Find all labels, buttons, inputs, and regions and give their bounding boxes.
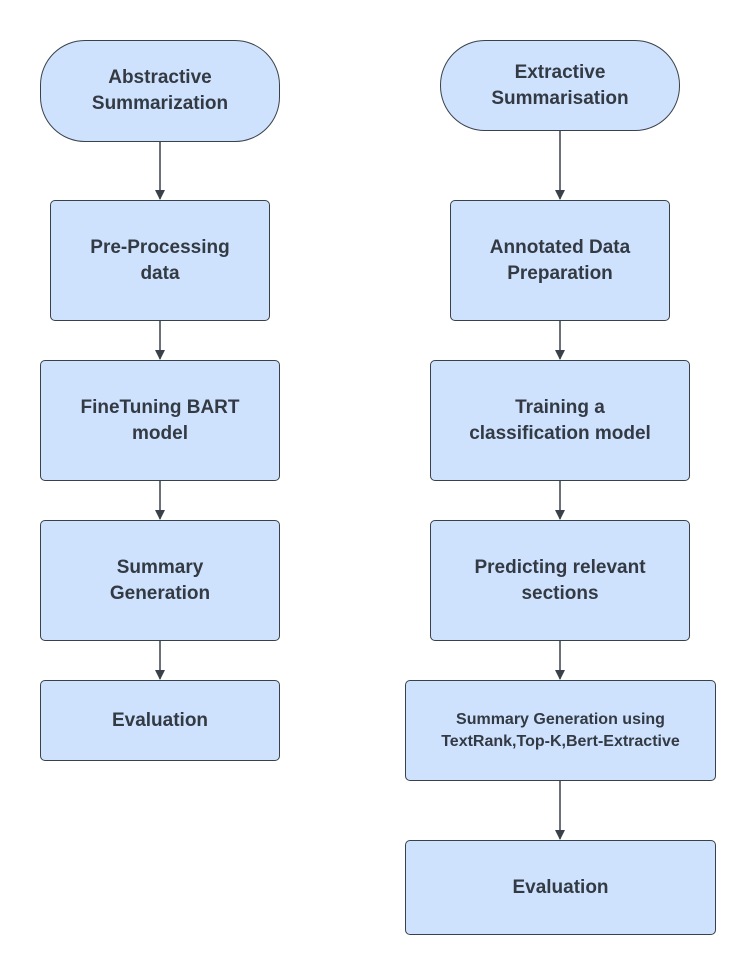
extractive-summary-generation-node: Summary Generation using TextRank,Top-K,… xyxy=(405,680,716,781)
extractive-evaluation-node: Evaluation xyxy=(405,840,716,935)
extractive-annotated-data-node: Annotated Data Preparation xyxy=(450,200,670,321)
abstractive-finetuning-node: FineTuning BART model xyxy=(40,360,280,481)
abstractive-preprocessing-node: Pre-Processing data xyxy=(50,200,270,321)
extractive-predicting-node: Predicting relevant sections xyxy=(430,520,690,641)
abstractive-evaluation-node: Evaluation xyxy=(40,680,280,761)
abstractive-start-node: Abstractive Summarization xyxy=(40,40,280,142)
extractive-training-node: Training a classification model xyxy=(430,360,690,481)
extractive-start-node: Extractive Summarisation xyxy=(440,40,680,131)
abstractive-summary-generation-node: Summary Generation xyxy=(40,520,280,641)
